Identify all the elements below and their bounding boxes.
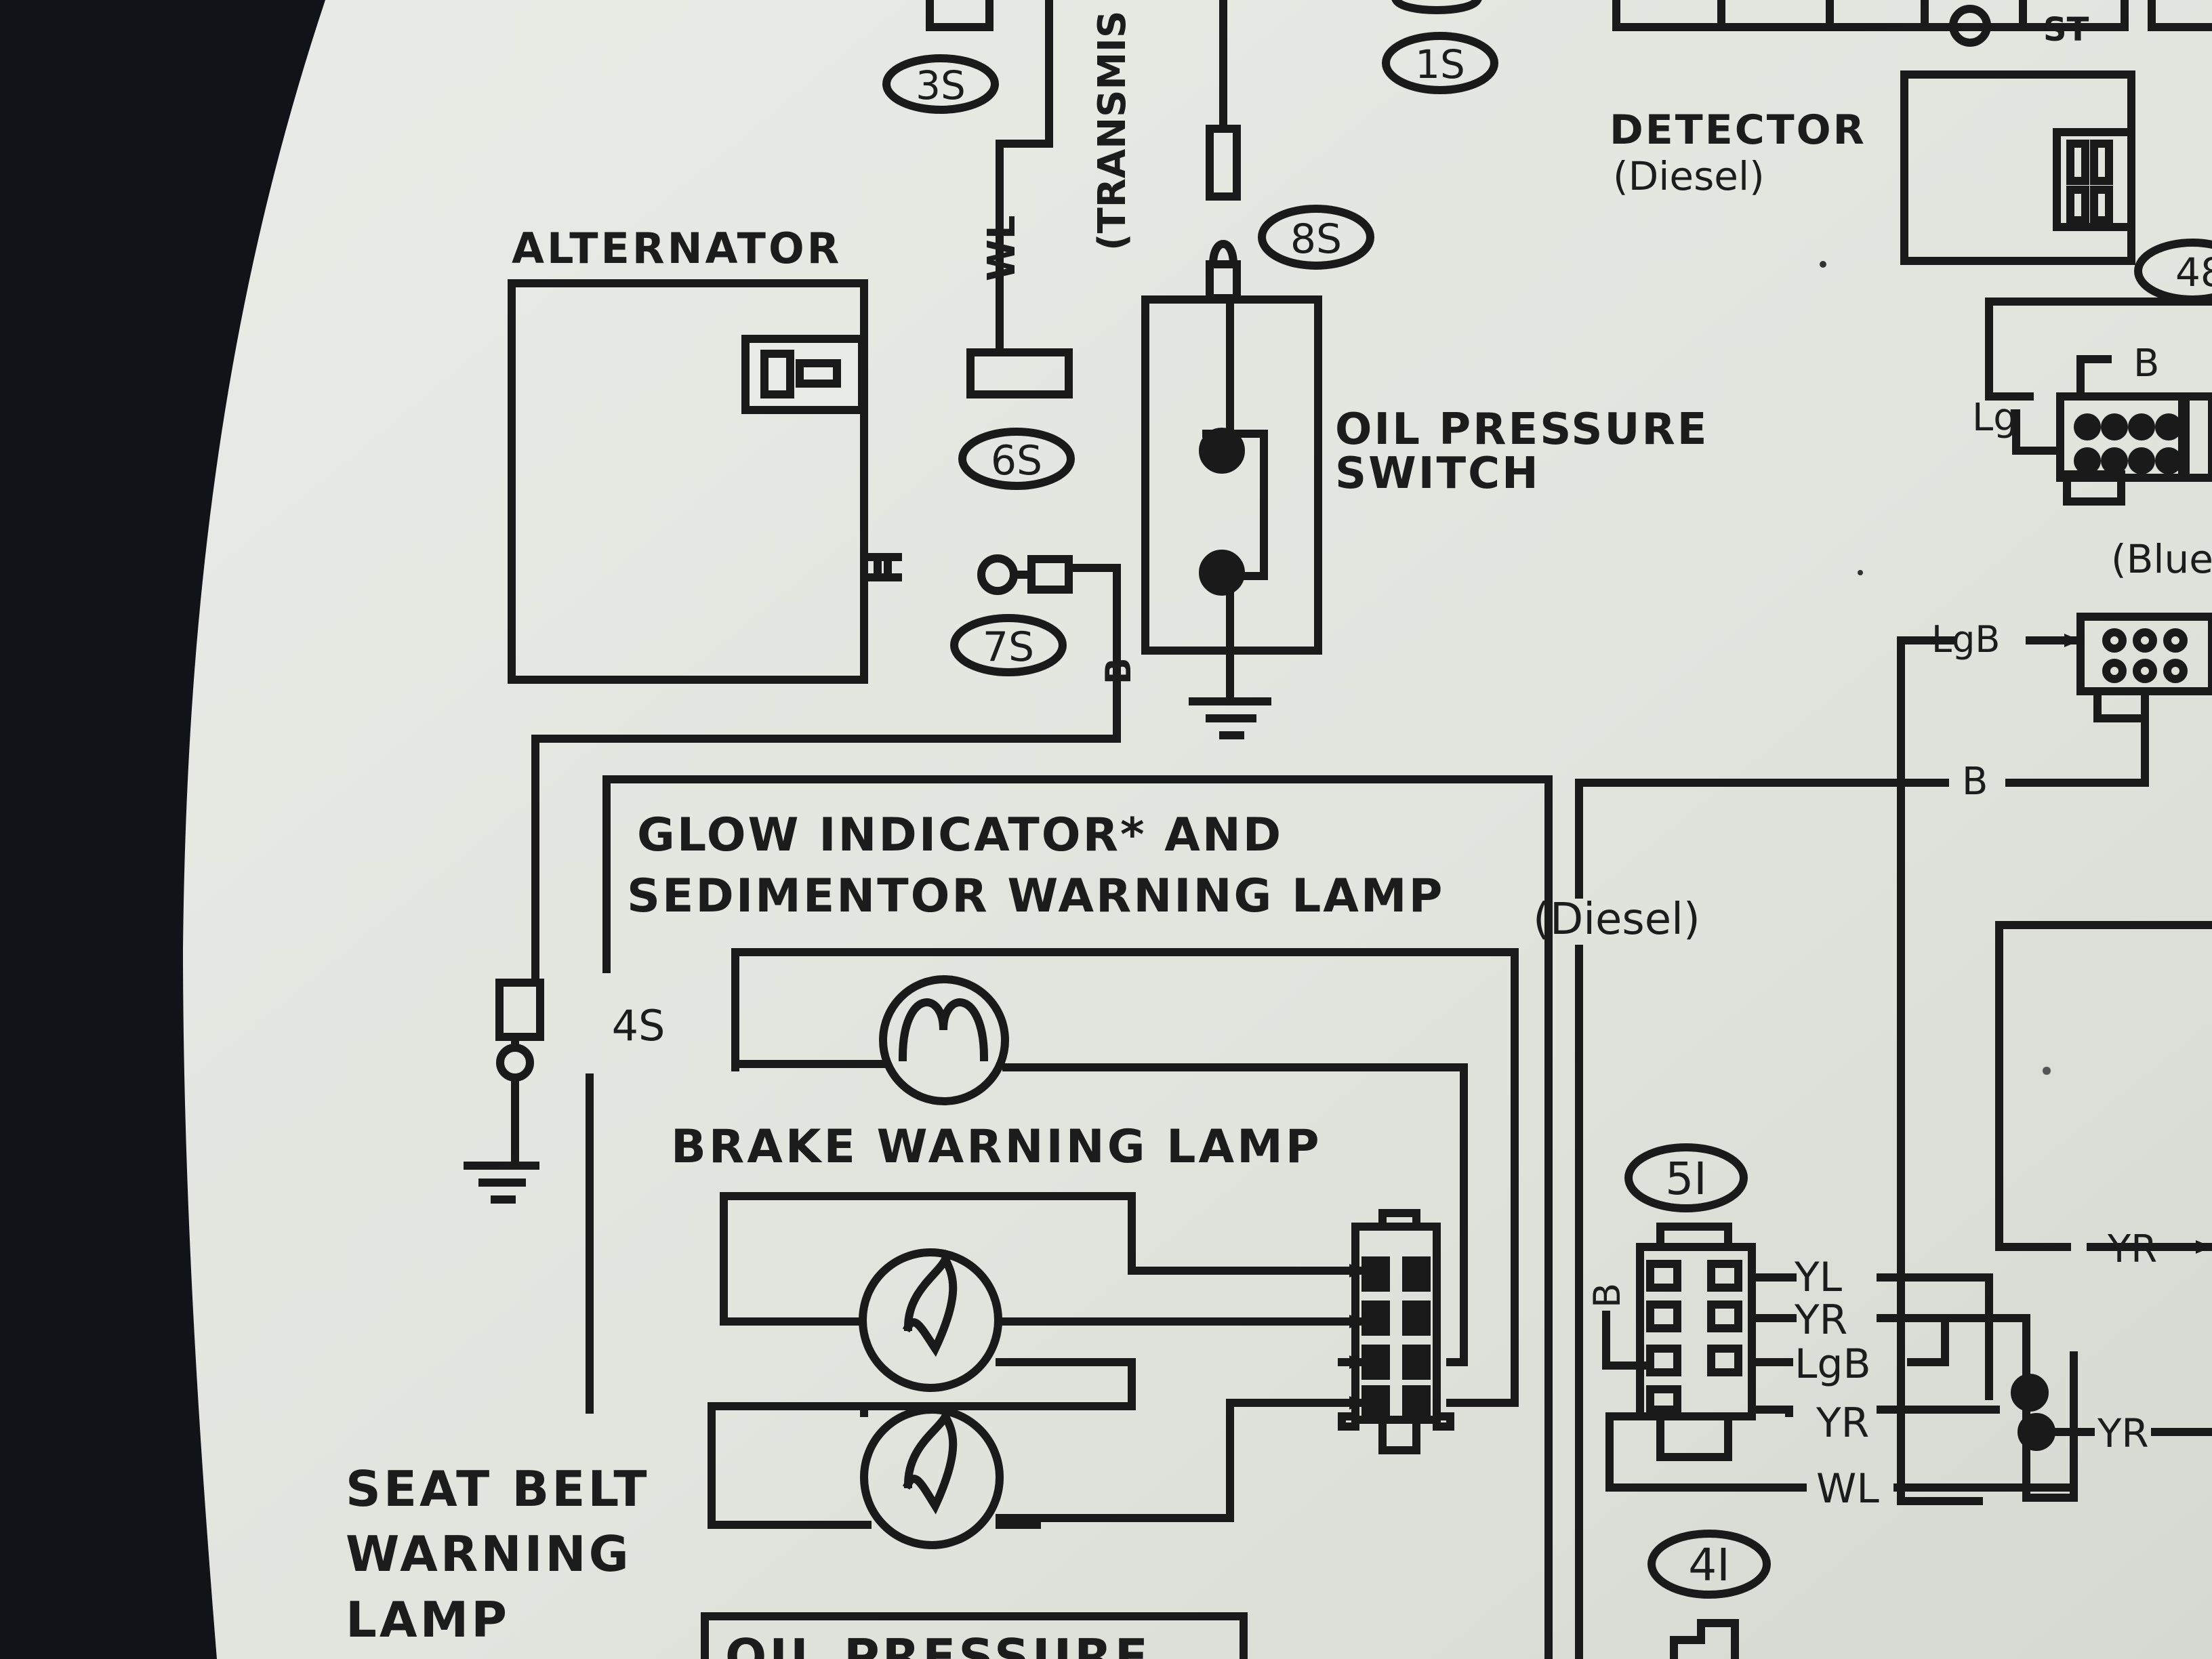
connector-label-1S: 1S — [1415, 41, 1465, 87]
label-seatbelt-2: WARNING — [346, 1525, 632, 1582]
label-glow-diesel: (Diesel) — [1533, 895, 1700, 945]
connector-7S — [950, 614, 1067, 676]
label-brake-warning: BRAKE WARNING LAMP — [671, 1120, 1322, 1174]
connector-1S — [1382, 32, 1498, 94]
ignition-switch-box — [1612, 0, 2129, 31]
wire-label-b-alt: B — [1099, 657, 1139, 684]
wire-label-yr-2: YR — [1816, 1399, 1869, 1447]
connector-label-7S: 7S — [983, 623, 1034, 671]
connector-label-6S: 6S — [991, 437, 1042, 485]
connector-label-8S: 8S — [1290, 216, 1342, 263]
glow-frame — [602, 775, 1553, 1659]
label-blue: (Blue — [2111, 536, 2212, 582]
wire-label-b-vertical: B — [1586, 1283, 1629, 1308]
label-transmission: (TRANSMIS — [1090, 11, 1134, 251]
label-detector-diesel: (Diesel) — [1613, 153, 1765, 199]
wire-label-lg: Lg — [1972, 396, 2018, 440]
wire-label-yr-right-1: YR — [2107, 1227, 2157, 1271]
alternator-terminal — [863, 553, 902, 581]
connector-label-4I: 4I — [1688, 1539, 1729, 1591]
connector-6S — [958, 428, 1075, 490]
label-switch: SWITCH — [1335, 449, 1540, 499]
label-seatbelt-3: LAMP — [346, 1591, 510, 1648]
connector-4I — [1647, 1530, 1771, 1599]
label-alternator: ALTERNATOR — [512, 224, 842, 273]
connector-5I-body — [1636, 1243, 1756, 1420]
ground-symbol-oil — [1189, 697, 1271, 739]
wire-label-yr-right-2: YR — [2097, 1410, 2149, 1456]
alternator-body — [508, 279, 868, 684]
connector-8S — [1258, 205, 1374, 270]
ground-symbol-left — [464, 1162, 539, 1204]
wire-label-wl-top: WL — [980, 216, 1024, 281]
connector-label-3S: 3S — [916, 62, 966, 108]
wire-label-lgb: LgB — [1795, 1340, 1871, 1388]
wire-label-yr-1: YR — [1794, 1296, 1847, 1344]
meter-box — [1995, 921, 2212, 1251]
brake-warning-lamp — [859, 1248, 1002, 1392]
wire-label-yl: YL — [1794, 1254, 1843, 1301]
junction-1 — [2011, 1374, 2049, 1412]
label-glow-1: GLOW INDICATOR* AND — [637, 808, 1283, 862]
wire-label-lgb-right: LgB — [1931, 618, 2000, 661]
wire-label-b-top-right: B — [2133, 342, 2159, 386]
label-seatbelt-1: SEAT BELT — [346, 1460, 650, 1517]
connector-label-48: 48 — [2175, 249, 2212, 295]
ground-connector — [495, 979, 544, 1041]
wire-label-wl: WL — [1816, 1465, 1879, 1513]
wire-label-b-mid: B — [1962, 760, 1988, 804]
label-glow-2: SEDIMENTOR WARNING LAMP — [627, 869, 1444, 923]
wire-arrows — [1349, 634, 2212, 1410]
connector-5I — [1624, 1143, 1748, 1212]
connector-6S-plug — [966, 348, 1073, 398]
glow-indicator-lamp — [879, 975, 1009, 1105]
label-oil-pressure: OIL PRESSURE — [1335, 405, 1708, 455]
label-oil-bottom: OIL PRESSURE — [725, 1629, 1151, 1659]
connector-3S — [882, 54, 999, 114]
connector-label-5I: 5I — [1665, 1153, 1706, 1205]
seat-belt-warning-lamp — [860, 1406, 1004, 1549]
oil-pressure-lamp-box — [701, 1612, 1248, 1659]
label-ignition-st: ST — [2043, 11, 2089, 49]
label-detector: DETECTOR — [1610, 106, 1866, 154]
connector-label-4S: 4S — [612, 1001, 665, 1050]
